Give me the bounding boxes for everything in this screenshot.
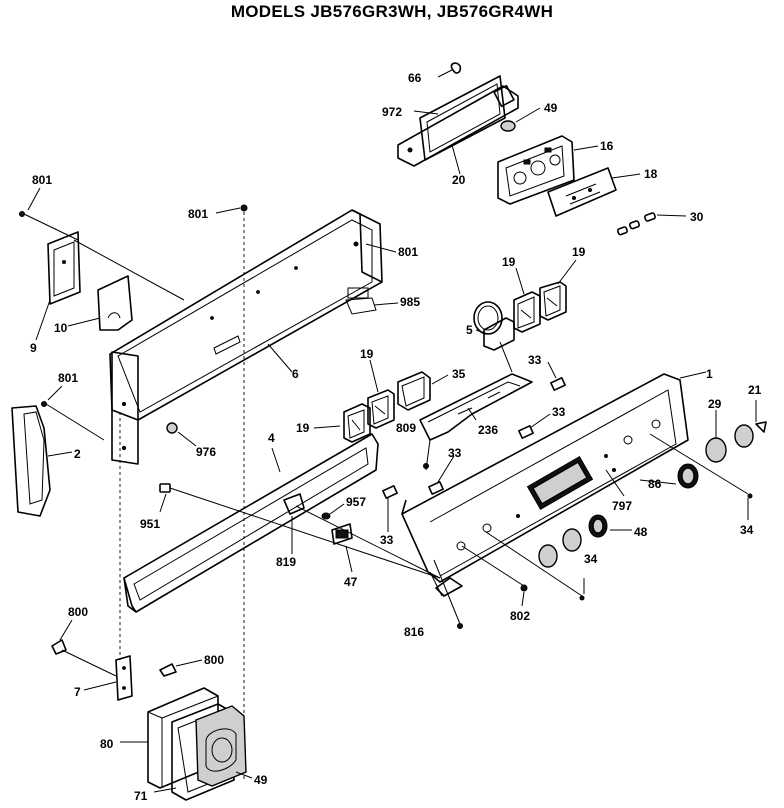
callout-802: 802 <box>510 609 530 623</box>
callout-66: 66 <box>408 71 422 85</box>
callout-976: 976 <box>196 445 216 459</box>
clock-module <box>497 135 599 205</box>
screw-809 <box>423 439 431 471</box>
callout-21: 21 <box>748 383 762 397</box>
callout-2: 2 <box>74 447 81 461</box>
clips-33 <box>382 361 566 532</box>
callout-33-d: 33 <box>380 533 394 547</box>
callout-71: 71 <box>134 789 148 803</box>
callout-985: 985 <box>400 295 420 309</box>
callout-801-left: 801 <box>32 173 52 187</box>
callout-10: 10 <box>54 321 68 335</box>
callout-19-c: 19 <box>360 347 374 361</box>
callout-972: 972 <box>382 105 402 119</box>
callout-6: 6 <box>292 367 299 381</box>
callout-33-a: 33 <box>528 353 542 367</box>
callout-16: 16 <box>600 139 614 153</box>
lower-rail <box>123 433 379 613</box>
burner-knobs <box>538 400 767 568</box>
callout-48: 48 <box>634 525 648 539</box>
callout-49-top: 49 <box>544 101 558 115</box>
selector-switch <box>397 371 449 411</box>
clock-pushbuttons <box>616 212 687 236</box>
callout-9: 9 <box>30 341 37 355</box>
indicator-light-group <box>283 493 441 579</box>
side-support-bracket <box>111 351 139 465</box>
power-transformer <box>120 687 253 801</box>
callout-5: 5 <box>466 323 473 337</box>
clip-951 <box>159 483 441 579</box>
infinite-switch-pair-top <box>513 259 577 333</box>
callout-951: 951 <box>140 517 160 531</box>
callout-801-right: 801 <box>398 245 418 259</box>
callout-34-right: 34 <box>740 523 754 537</box>
callout-809: 809 <box>396 421 416 435</box>
clock-overlay <box>547 167 641 217</box>
callout-801-cap: 801 <box>58 371 78 385</box>
backguard-panel <box>109 209 399 421</box>
leaders-panel-right <box>461 433 753 607</box>
callout-1: 1 <box>706 367 713 381</box>
callout-29: 29 <box>708 397 722 411</box>
diagram-title: MODELS JB576GR3WH, JB576GR4WH <box>230 2 554 21</box>
callout-19-b: 19 <box>572 245 586 259</box>
callout-19-a: 19 <box>502 255 516 269</box>
callout-236: 236 <box>478 423 498 437</box>
callout-7: 7 <box>74 685 81 699</box>
clock-bracket-assembly <box>397 62 519 175</box>
callout-35: 35 <box>452 367 466 381</box>
callout-819: 819 <box>276 555 296 569</box>
callout-47: 47 <box>344 575 358 589</box>
callout-957: 957 <box>346 495 366 509</box>
callout-19-d: 19 <box>296 421 310 435</box>
mounting-rod <box>215 204 248 780</box>
callout-800-right: 800 <box>204 653 224 667</box>
screw-816 <box>433 559 463 629</box>
lower-bracket-7 <box>51 412 203 701</box>
circuit-board <box>419 373 533 441</box>
callout-80: 80 <box>100 737 114 751</box>
oven-thermostat <box>473 301 515 373</box>
callout-86: 86 <box>648 477 662 491</box>
callout-labels: 66 972 49 20 16 18 30 801 801 801 801 19… <box>30 71 762 803</box>
callout-800-left: 800 <box>68 605 88 619</box>
callout-33-b: 33 <box>552 405 566 419</box>
left-end-cap <box>11 385 105 517</box>
callout-4: 4 <box>268 431 275 445</box>
callout-801-rod: 801 <box>188 207 208 221</box>
callout-30: 30 <box>690 210 704 224</box>
infinite-switch-pair-center <box>313 359 395 443</box>
callout-797: 797 <box>612 499 632 513</box>
screw-976 <box>166 422 197 447</box>
left-end-bracket <box>19 187 185 341</box>
callout-816: 816 <box>404 625 424 639</box>
callout-49-bottom: 49 <box>254 773 268 787</box>
callout-33-c: 33 <box>448 446 462 460</box>
callout-20: 20 <box>452 173 466 187</box>
callout-18: 18 <box>644 167 658 181</box>
callout-34-center: 34 <box>584 552 598 566</box>
knob-49-top <box>500 107 541 132</box>
